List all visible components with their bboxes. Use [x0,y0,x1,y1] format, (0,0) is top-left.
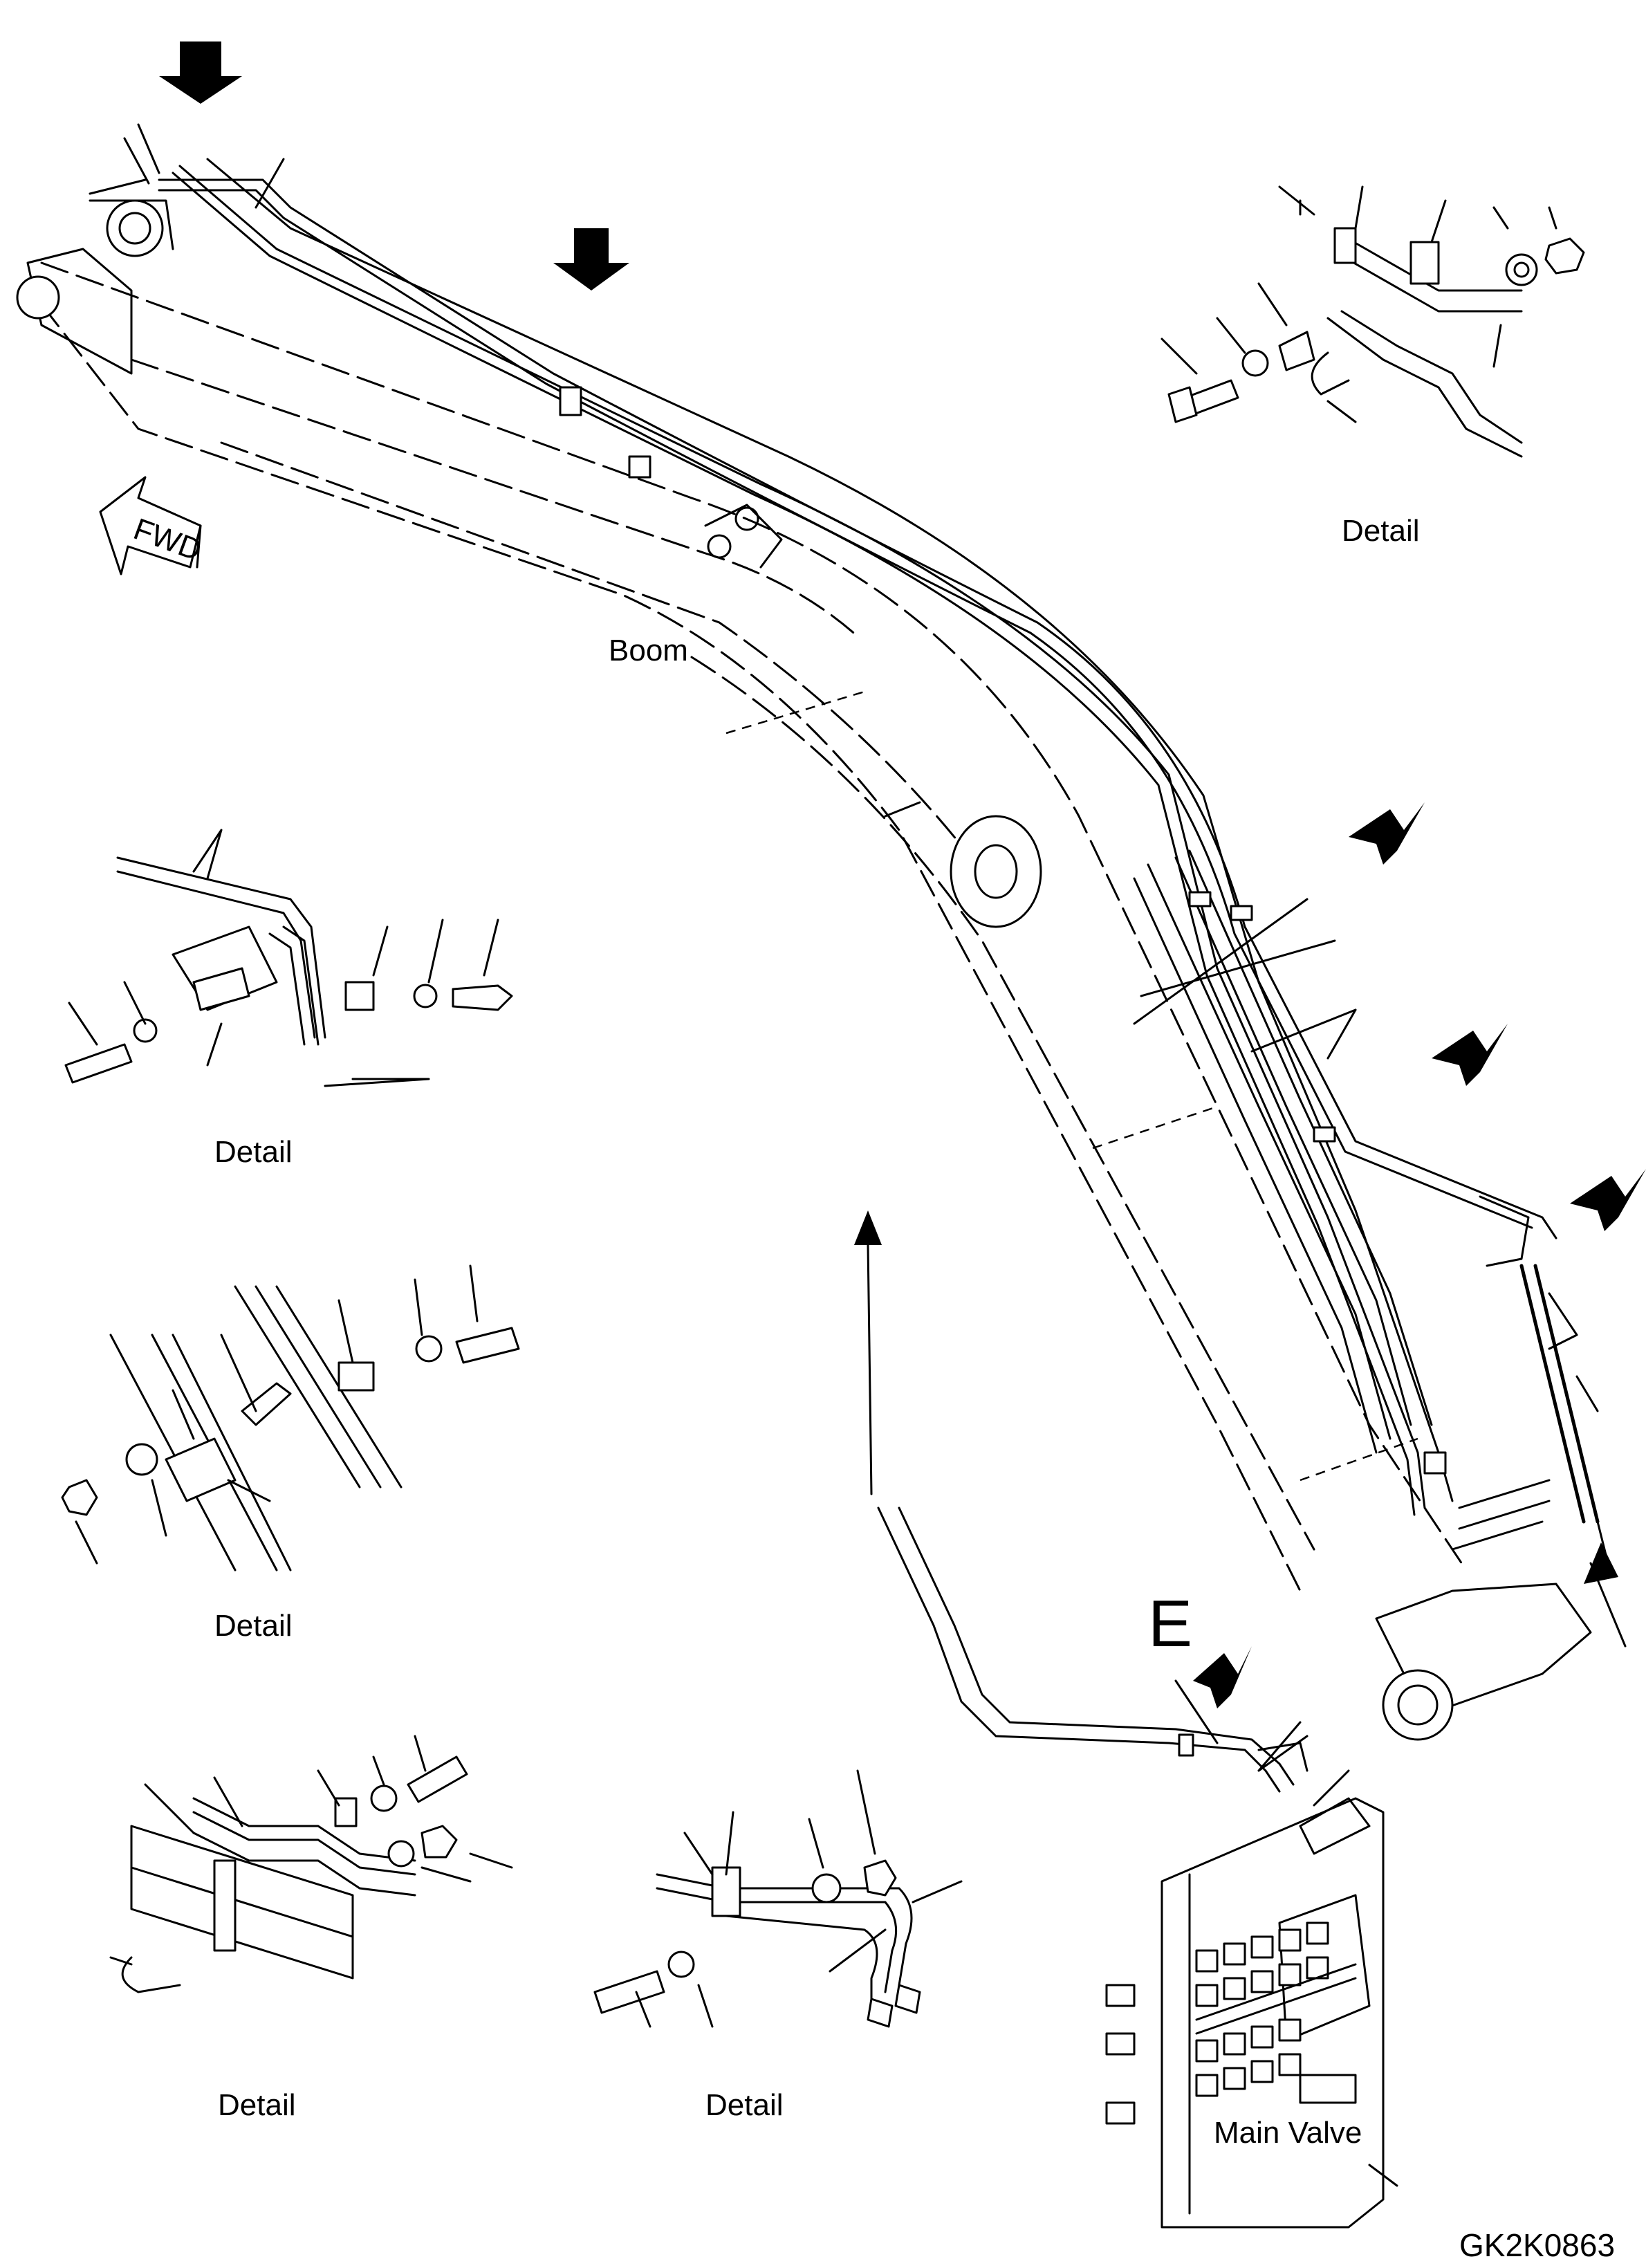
continuation-arrow-icon [854,1210,882,1245]
detail-top-right-label: Detail [1342,514,1420,548]
continuation-arrows [854,1210,1618,1584]
main-valve-label: Main Valve [1214,2116,1362,2150]
detail-bottom-center: Detail [593,1769,963,2122]
view-arrow-icon [1349,802,1425,865]
detail-top-right: Detail [1160,185,1585,548]
detail-mid-left-1: Detail [64,829,513,1169]
detail-bottom-center-label: Detail [705,2088,784,2122]
valve-spools [1195,1921,1357,2097]
detail-bottom-left-label: Detail [218,2088,296,2122]
boom-leader-lines [89,123,1627,1648]
view-arrow-icon [1432,1024,1508,1086]
boom-label: Boom [609,634,688,667]
view-arrow-icon [1193,1646,1252,1708]
hydraulic-lines [158,158,1600,1551]
view-arrow-icon [553,228,629,291]
fwd-arrow-icon: FWD [99,476,206,575]
drawing-code: GK2K0863 [1459,2227,1615,2263]
main-valve: Main Valve [877,1506,1398,2229]
detail-mid-left-2-label: Detail [214,1609,293,1643]
detail-mid-left-1-label: Detail [214,1135,293,1169]
continuation-arrow-icon [1584,1542,1618,1584]
detail-bottom-left: Detail [109,1735,513,2122]
section-e-label: E [1148,1587,1192,1661]
detail-mid-left-2: Detail [61,1264,520,1643]
boom-outline [16,199,1592,1741]
view-arrow-icon [1570,1169,1646,1231]
view-arrow-icon [159,42,242,104]
view-arrows [159,42,1646,1708]
